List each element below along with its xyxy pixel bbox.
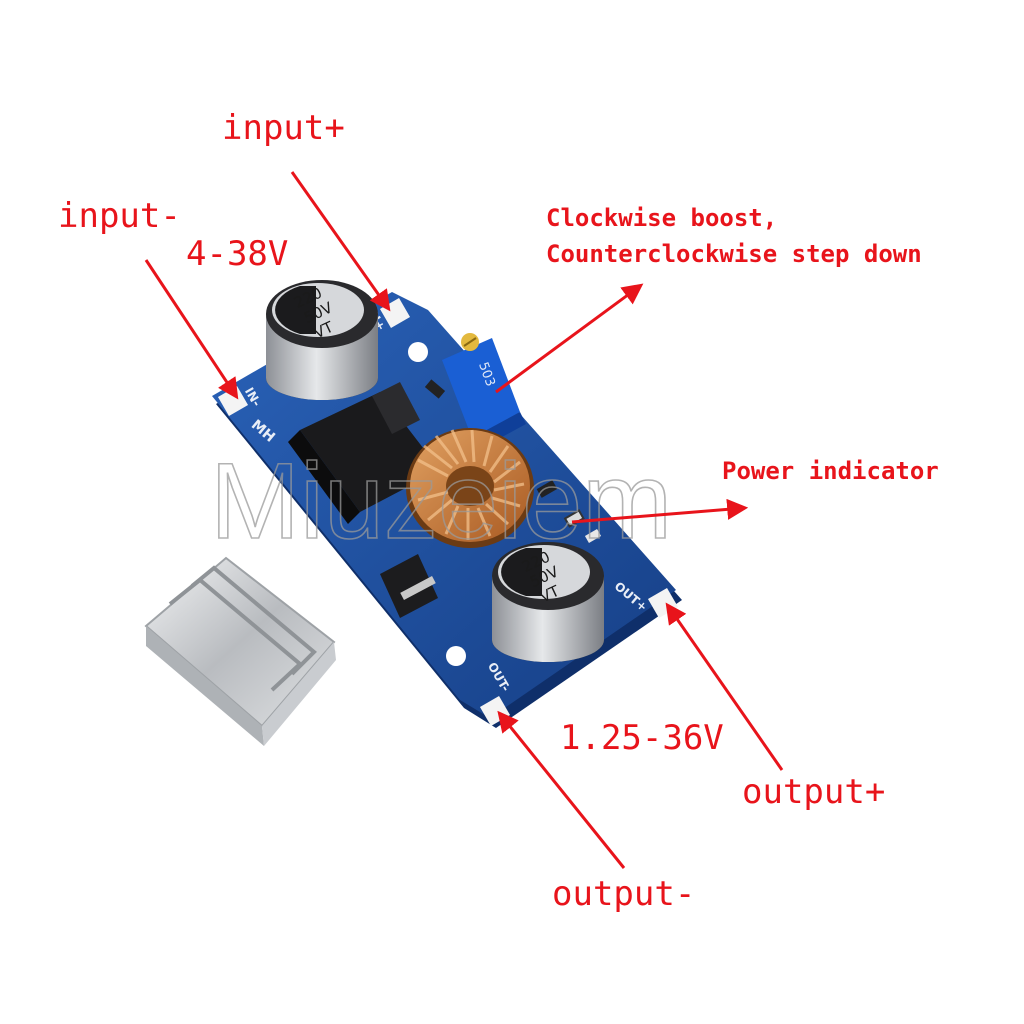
label-input-plus: input+ xyxy=(222,108,345,148)
annotation-arrows xyxy=(144,171,784,869)
label-input-minus: input- xyxy=(58,196,181,236)
arrow-potentiometer xyxy=(495,283,644,394)
heatsink xyxy=(144,556,336,746)
arrow-power-indicator xyxy=(571,498,749,524)
label-output-range: 1.25-36V xyxy=(560,718,724,758)
watermark: Miuzeiem xyxy=(210,440,672,561)
label-output-plus: output+ xyxy=(742,772,886,812)
label-output-minus: output- xyxy=(552,874,696,914)
input-capacitor: 220 50V VT xyxy=(266,280,378,400)
arrow-input-plus xyxy=(290,171,391,312)
label-pot-note-line1: Clockwise boost, xyxy=(546,204,778,232)
label-power-indicator: Power indicator xyxy=(722,457,939,485)
arrow-output-plus xyxy=(665,602,784,771)
label-input-range: 4-38V xyxy=(186,234,289,274)
output-capacitor: 220 50V VT xyxy=(492,542,604,662)
diode xyxy=(380,554,438,618)
label-pot-note-line2: Counterclockwise step down xyxy=(546,240,922,268)
smd-part xyxy=(536,480,558,498)
smd-part xyxy=(424,379,446,399)
arrow-input-minus xyxy=(144,259,239,400)
smd-part xyxy=(584,529,602,543)
diode-band xyxy=(400,576,436,600)
arrow-output-minus xyxy=(497,710,626,869)
regulator-ic xyxy=(288,382,440,524)
inductor-coil xyxy=(406,428,534,548)
